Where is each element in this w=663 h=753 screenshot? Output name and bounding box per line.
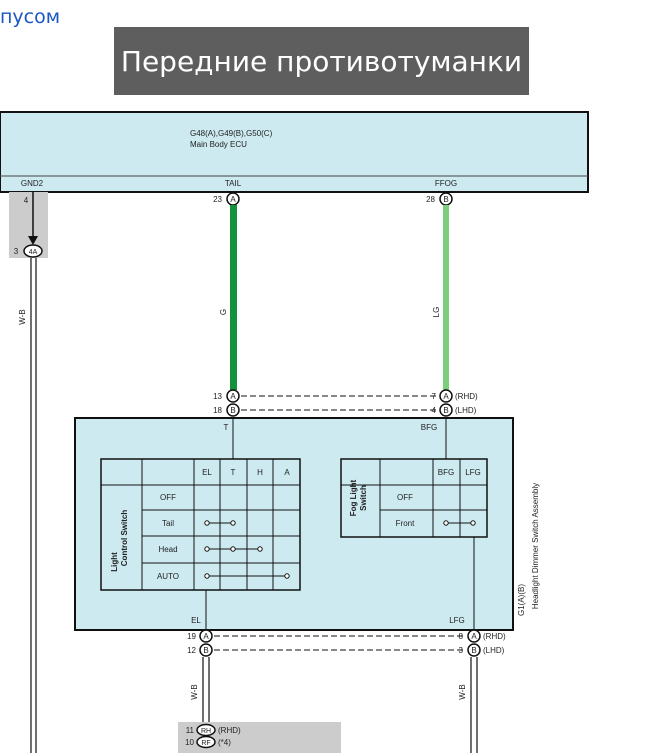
bottom-conn-0-num: 11: [186, 726, 195, 735]
wire-label-wb-left: W-B: [18, 309, 27, 324]
lc-title-2: Control Switch: [120, 510, 129, 567]
conn-ul-0-num: 13: [213, 392, 222, 401]
conn-ur-0-note: (RHD): [455, 392, 478, 401]
conn-ul-1-conn: B: [230, 406, 235, 415]
lc-continuity-auto: [204, 573, 290, 579]
conn-ul-0-conn: A: [230, 392, 236, 401]
fog-row-off: OFF: [397, 493, 413, 502]
lc-continuity-head: [204, 546, 263, 552]
ground-junction-conn: 4A: [29, 249, 38, 256]
bottom-conn-1-note: (*4): [218, 738, 231, 747]
conn-ur-1-note: (LHD): [455, 406, 477, 415]
light-control-table: [100, 458, 301, 591]
pin-num-tail: 23: [213, 195, 222, 204]
fog-col-bfg: BFG: [438, 468, 454, 477]
conn-lr-0-num: 8: [459, 632, 464, 641]
lc-col-a: A: [284, 468, 290, 477]
pin-conn-tail: A: [230, 195, 236, 204]
lc-row-tail: Tail: [162, 519, 174, 528]
ground-junction-badge: [23, 244, 43, 258]
conn-ll-0-num: 19: [187, 632, 196, 641]
pin-label-ffog: FFOG: [435, 179, 457, 188]
assembly-side-label-2: Headlight Dimmer Switch Assembly: [531, 483, 540, 609]
conn-lr-0-conn: A: [471, 632, 477, 641]
pin-label-gnd2: GND2: [21, 179, 44, 188]
fog-continuity-front: [443, 520, 476, 526]
lc-row-auto: AUTO: [157, 572, 179, 581]
lc-row-head: Head: [158, 545, 177, 554]
fog-title-1: Fog Light: [349, 479, 358, 516]
conn-ll-1-num: 12: [187, 646, 196, 655]
ground-arrow: [28, 236, 38, 245]
sw-pin-t: T: [224, 423, 229, 432]
ecu-name: Main Body ECU: [190, 140, 247, 149]
sw-pin-lfg: LFG: [449, 616, 465, 625]
conn-ur-0-num: 7: [432, 392, 437, 401]
lc-continuity-tail: [204, 520, 236, 526]
wire-label-wb-lfg: W-B: [458, 684, 467, 699]
wire-lg: [443, 205, 449, 390]
lc-row-off: OFF: [160, 493, 176, 502]
ground-junction-num: 3: [14, 247, 19, 256]
pin-label-tail: TAIL: [225, 179, 242, 188]
pin-conn-ffog: B: [443, 195, 448, 204]
conn-ll-1-conn: B: [203, 646, 208, 655]
conn-ur-0-conn: A: [443, 392, 449, 401]
bottom-conn-0-conn: RH: [201, 728, 211, 735]
fog-row-front: Front: [396, 519, 415, 528]
conn-lr-1-num: 3: [459, 646, 464, 655]
conn-lr-1-conn: B: [471, 646, 476, 655]
fog-title-2: Switch: [359, 485, 368, 511]
bottom-conn-0-note: (RHD): [218, 726, 241, 735]
fog-col-lfg: LFG: [465, 468, 481, 477]
ecu-panel: [0, 111, 589, 193]
top-link[interactable]: пусом: [0, 6, 61, 28]
sw-pin-bfg: BFG: [421, 423, 437, 432]
lc-title-1: Light: [110, 552, 119, 572]
conn-ur-1-conn: B: [443, 406, 448, 415]
wire-g: [230, 205, 237, 390]
assembly-side-label-1: G1(A)(B): [517, 584, 526, 616]
wire-label-lg: LG: [432, 307, 441, 318]
sw-pin-el: EL: [191, 616, 201, 625]
conn-ul-1-num: 18: [213, 406, 222, 415]
wire-label-wb-el: W-B: [190, 684, 199, 699]
conn-ll-0-conn: A: [203, 632, 209, 641]
fog-light-table: [340, 458, 488, 538]
page-title: Передние противотуманки: [114, 27, 529, 95]
pin-num-ffog: 28: [426, 195, 435, 204]
conn-ur-1-num: 4: [432, 406, 437, 415]
wire-label-g: G: [219, 309, 228, 315]
conn-lr-0-note: (RHD): [483, 632, 506, 641]
conn-lr-1-note: (LHD): [483, 646, 505, 655]
lc-col-h: H: [257, 468, 263, 477]
bottom-conn-1-num: 10: [185, 738, 194, 747]
pin-num-gnd2: 4: [24, 196, 29, 205]
lc-col-el: EL: [202, 468, 212, 477]
bottom-conn-1-conn: RF: [201, 740, 210, 747]
lc-col-t: T: [231, 468, 236, 477]
ecu-connectors: G48(A),G49(B),G50(C): [190, 129, 273, 138]
